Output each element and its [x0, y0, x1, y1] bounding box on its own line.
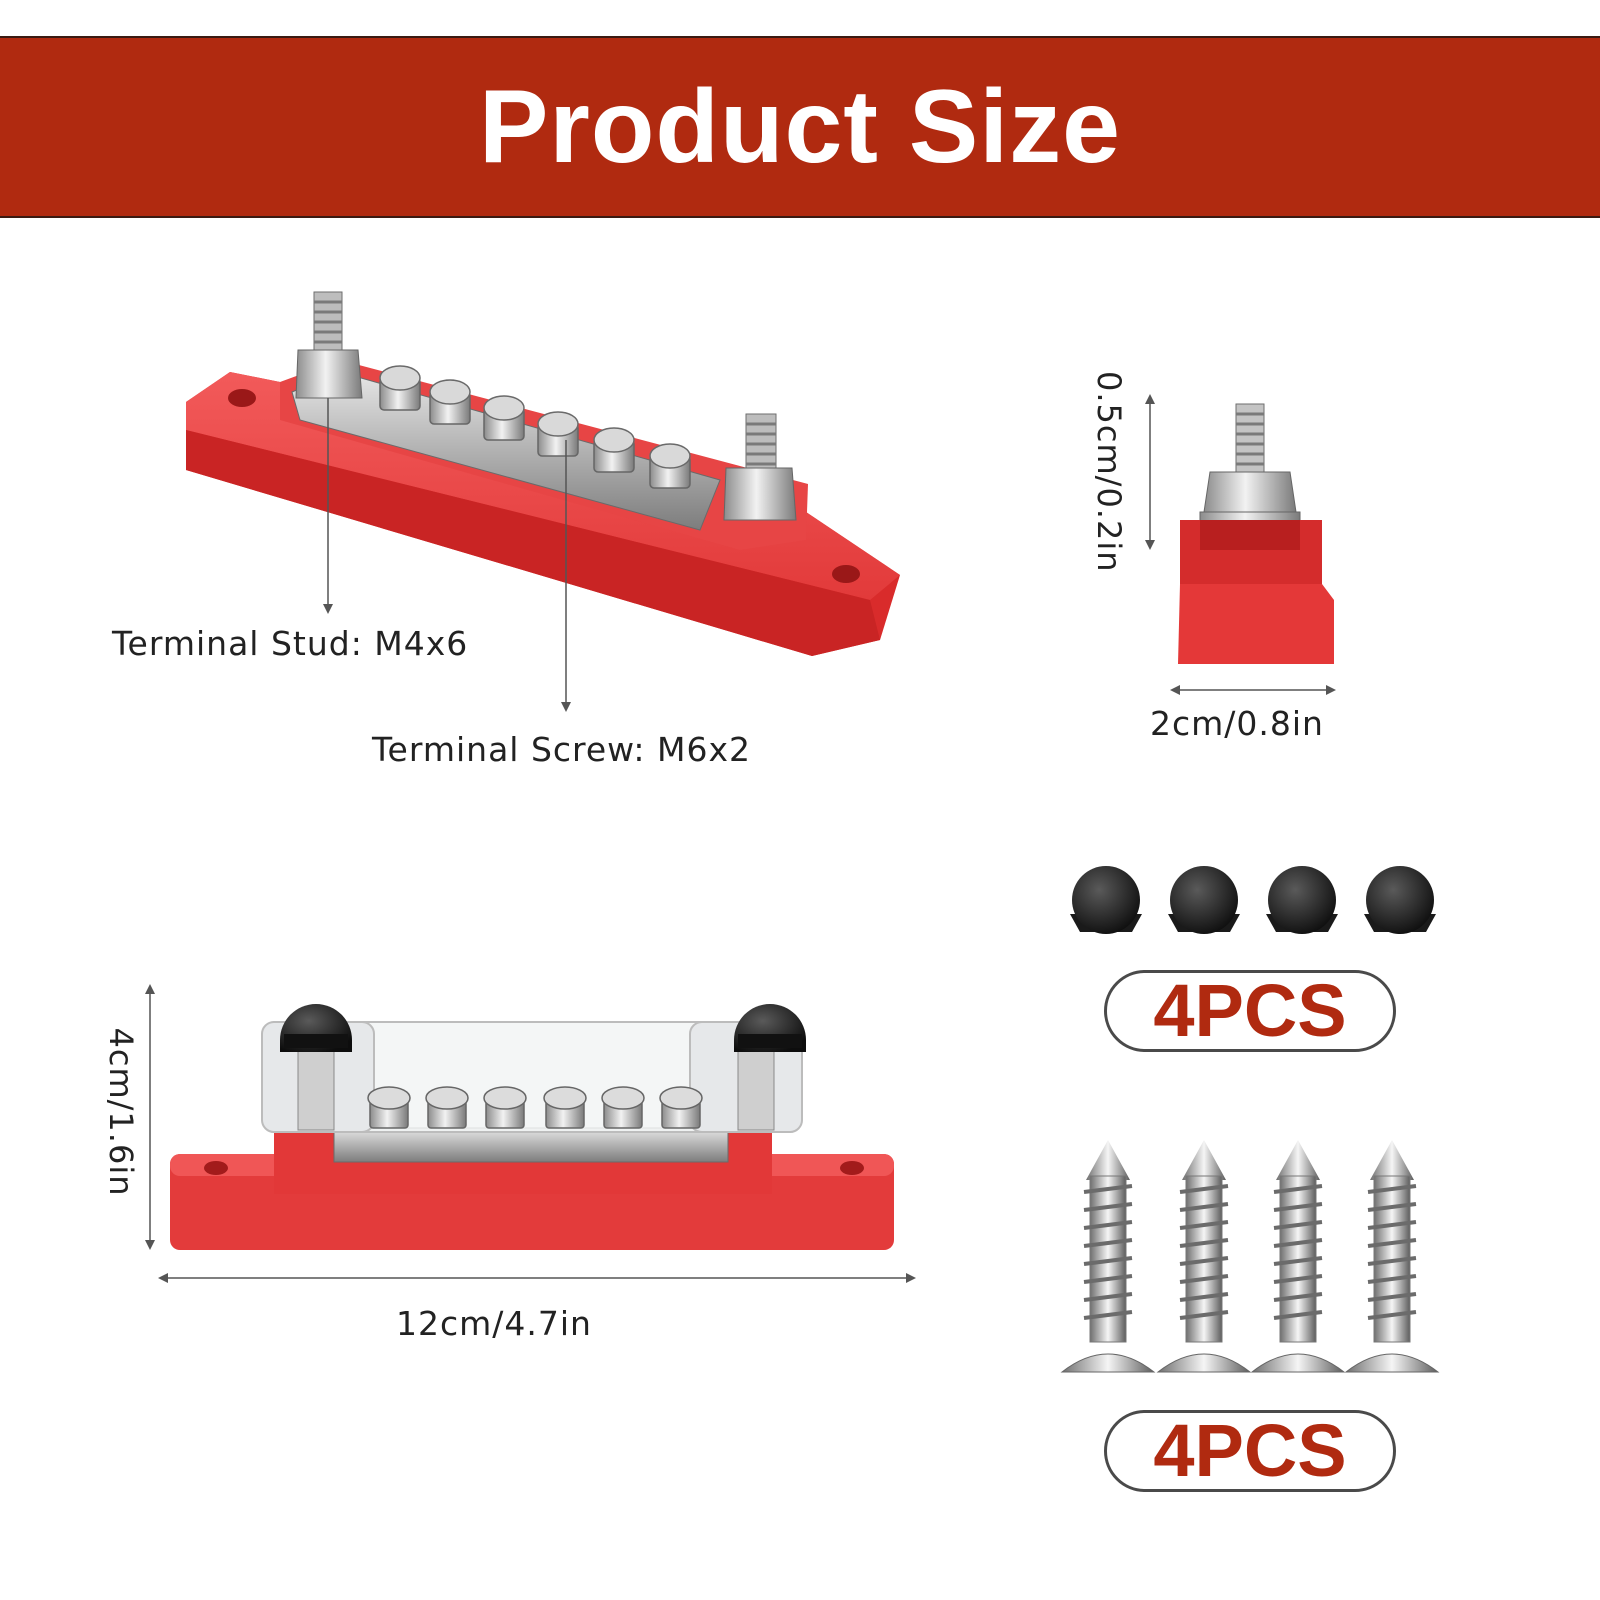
stud-width-label: 2cm/0.8in	[1150, 704, 1324, 743]
bar-length-label: 12cm/4.7in	[396, 1304, 592, 1343]
mounting-screws-illustration	[1060, 1140, 1440, 1373]
stud-height-label: 0.5cm/0.2in	[1090, 371, 1128, 573]
terminal-stud-label: Terminal Stud: M4x6	[112, 624, 469, 663]
caps-quantity-badge: 4PCS	[1104, 970, 1396, 1052]
stud-detail-illustration	[1145, 394, 1336, 695]
screws-quantity-badge: 4PCS	[1104, 1410, 1396, 1492]
header-banner: Product Size	[0, 36, 1600, 218]
terminal-screw-label: Terminal Screw: M6x2	[372, 730, 751, 769]
angled-bus-bar-illustration	[186, 291, 900, 712]
bar-height-label: 4cm/1.6in	[102, 1027, 140, 1197]
page-title: Product Size	[479, 69, 1121, 185]
front-view-bus-bar-illustration	[145, 984, 916, 1283]
nut-caps-illustration	[1070, 866, 1436, 934]
